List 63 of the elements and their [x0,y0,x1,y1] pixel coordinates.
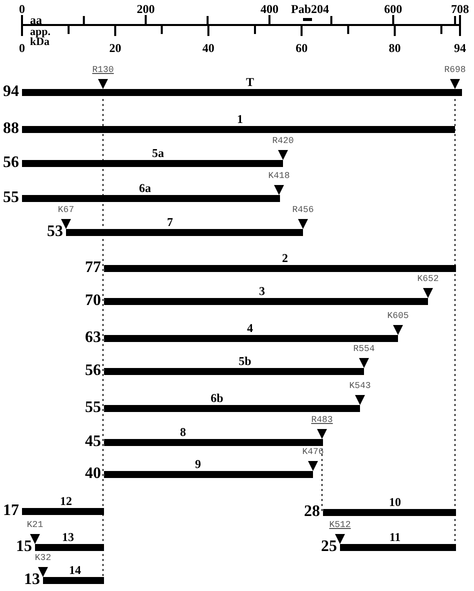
cleavage-site-label: R554 [353,345,375,354]
cleavage-site-label: K512 [329,521,351,530]
molecular-mass-label: 55 [3,190,19,206]
cleavage-site-label: K652 [417,275,439,284]
molecular-mass-label: 77 [85,260,101,276]
cleavage-site-label: R483 [311,416,333,425]
fragment-label: 9 [195,458,201,470]
molecular-mass-label: 55 [85,400,101,416]
fragment-label: 10 [389,496,401,508]
cleavage-site-label: K32 [34,554,52,563]
axis-tick-label: 94 [454,42,466,54]
molecular-mass-label: 17 [3,503,19,519]
fragment-label: 5b [238,355,252,367]
molecular-mass-label: 15 [16,539,32,555]
cleavage-site-label: R130 [92,66,114,75]
axis-unit-label: aa [30,14,42,26]
fragment-label: 3 [259,285,265,297]
antibody-label: Pab204 [291,3,329,15]
cleavage-site-label: R456 [292,206,314,215]
molecular-mass-label: 13 [24,572,40,588]
molecular-mass-label: 28 [304,504,320,520]
fragment-label: 8 [180,426,186,438]
molecular-mass-label: 56 [3,155,19,171]
axis-unit-label: app. kDa [30,27,52,47]
cleavage-site-label: K543 [349,382,371,391]
molecular-mass-label: 40 [85,466,101,482]
molecular-mass-label: 88 [3,121,19,137]
fragment-label: 7 [167,216,173,228]
fragment-label: 4 [247,322,253,334]
molecular-mass-label: 25 [321,539,337,555]
cleavage-site-label: R698 [444,66,466,75]
fragment-label: 6a [139,182,151,194]
axis-tick-label: 40 [202,42,214,54]
axis-tick-label: 20 [109,42,122,54]
cleavage-site-label: K476 [302,448,324,457]
molecular-mass-label: 53 [47,224,63,240]
fragment-label: 14 [69,564,81,576]
axis-tick-label: 708 [451,3,469,15]
axis-tick-label: 0 [19,42,25,54]
fragment-label: 2 [282,252,288,264]
cleavage-site-label: K67 [58,206,74,215]
molecular-mass-label: 45 [85,434,101,450]
fragment-label: 5a [152,147,164,159]
fragment-label: 11 [389,531,401,543]
cleavage-site-label: K418 [268,172,290,181]
fragment-label: 12 [60,495,72,507]
axis-tick-label: 0 [19,3,25,15]
axis-tick-label: 600 [384,3,402,15]
molecular-mass-label: 56 [85,363,101,379]
molecular-mass-label: 63 [85,330,101,346]
molecular-mass-label: 94 [3,84,19,100]
axis-tick-label: 200 [136,3,155,15]
fragment-label: 13 [62,531,74,543]
cleavage-site-label: R420 [272,137,294,146]
cleavage-site-label: K605 [387,312,409,321]
fragment-label: 6b [210,392,224,404]
molecular-mass-label: 70 [85,293,101,309]
axis-tick-label: 400 [260,3,278,15]
fragment-label: 1 [237,113,243,125]
cleavage-site-label: K21 [26,521,44,530]
fragment-label: T [246,76,254,88]
axis-tick-label: 80 [388,42,401,54]
axis-tick-label: 60 [296,42,308,54]
